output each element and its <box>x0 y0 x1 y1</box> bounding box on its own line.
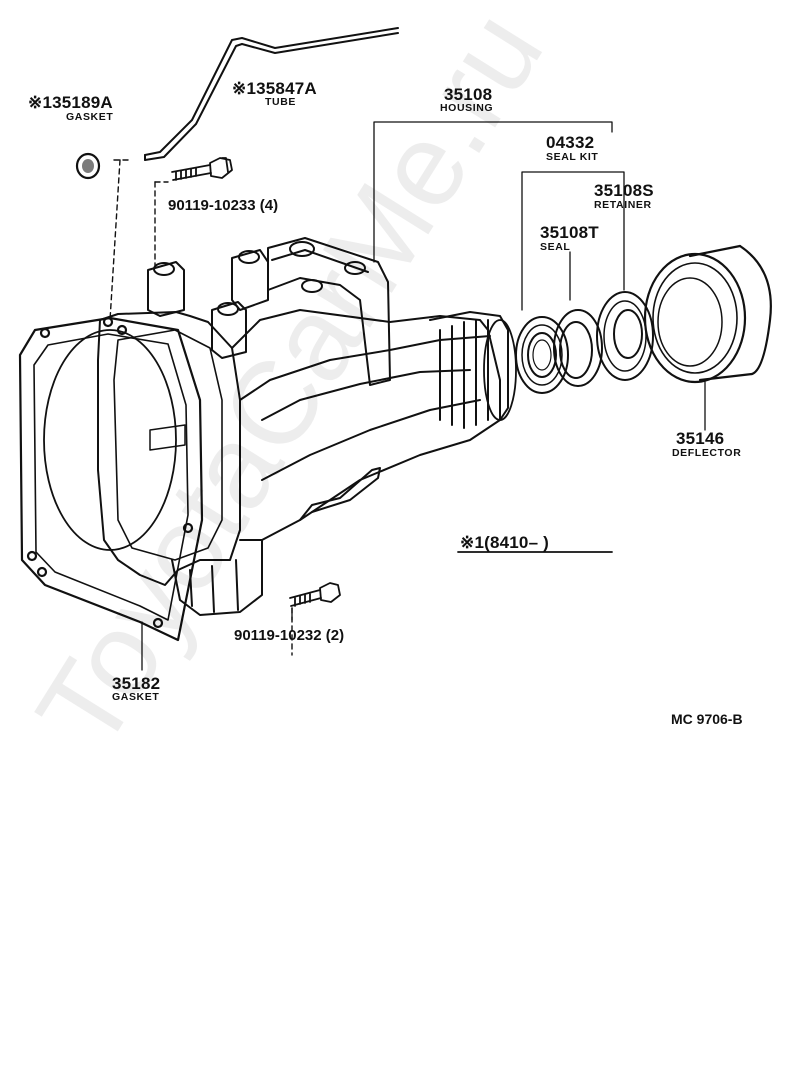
housing-name: HOUSING <box>440 102 494 114</box>
bolt-lower-label[interactable]: 90119-10232 (2) <box>234 627 345 644</box>
bolt-upper-drawing <box>171 157 233 181</box>
diagram-reference: MC 9706-B <box>671 711 743 727</box>
bolt-lower-drawing <box>289 582 341 607</box>
housing-number[interactable]: 35108 <box>444 85 493 104</box>
tube-name: TUBE <box>265 96 296 108</box>
gasket-small-number[interactable]: ※135189A <box>28 93 113 112</box>
leader-lines <box>141 121 706 671</box>
deflector-name: DEFLECTOR <box>672 447 742 459</box>
seal-kit-name: SEAL KIT <box>546 151 599 163</box>
gasket-large-name: GASKET <box>112 691 160 703</box>
retainer-drawing <box>596 291 654 381</box>
deflector-drawing <box>643 244 772 384</box>
retainer-number[interactable]: 35108S <box>594 181 654 200</box>
deflector-number[interactable]: 35146 <box>676 429 725 448</box>
seal-number[interactable]: 35108T <box>540 223 599 242</box>
seal-name: SEAL <box>540 241 571 253</box>
large-gasket-drawing <box>18 316 204 642</box>
housing-drawing <box>97 237 517 616</box>
gasket-large-number[interactable]: 35182 <box>112 674 161 693</box>
spacer-ring-drawing <box>553 309 603 387</box>
small-gasket-drawing <box>75 152 101 180</box>
gasket-small-name: GASKET <box>66 111 114 123</box>
seal-drawing <box>515 316 569 394</box>
dashed-leaders <box>109 159 293 656</box>
bolt-upper-label[interactable]: 90119-10233 (4) <box>168 197 279 214</box>
tube-number[interactable]: ※135847A <box>232 79 317 98</box>
tube-drawing <box>144 27 399 161</box>
footnote: ※1(8410– ) <box>460 533 550 552</box>
seal-kit-number[interactable]: 04332 <box>546 133 595 152</box>
retainer-name: RETAINER <box>594 199 652 211</box>
